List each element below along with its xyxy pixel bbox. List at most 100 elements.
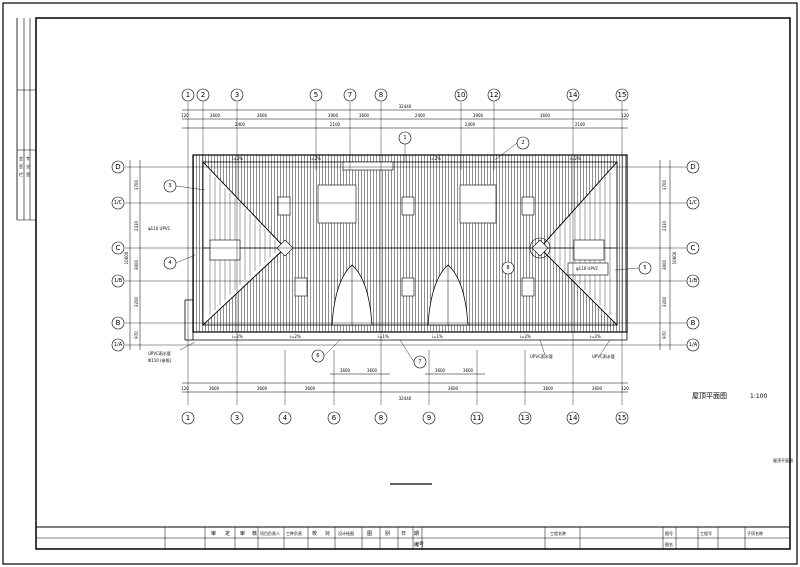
dim-right-2: 2410 [662,220,667,231]
title-block [35,526,791,550]
left-axis-labels: D 1/C C 1/B B 1/A [114,163,123,348]
callout-8: 8 [506,265,509,271]
dim-overall-bottom: 32440 [399,396,412,401]
dim-left-1: 3700 [134,179,139,190]
axis-right-2: 1/C [689,200,698,206]
axis-top-5: 7 [348,91,352,99]
axis-top-8: 12 [490,91,499,99]
tb-cell-18: 子项名称 [747,530,763,536]
callout-3: 3 [168,183,171,189]
strip-text-1: 会 [19,155,23,161]
drawing-title-group: 屋顶平面图 1:100 屋顶平面图 [390,392,793,485]
bottom-axis-bubbles [181,411,629,425]
tb-cell-11: 别 [385,530,390,537]
annotation-drain-right: UPVC雨水管 [592,353,615,359]
tb-cell-12: 日 [401,531,406,537]
tb-cell-13: 期 [414,531,419,537]
axis-bottom-6: 9 [427,414,431,422]
dim-left-4: 3200 [134,296,139,307]
axis-left-1: D [115,163,120,171]
callout-labels: 1 2 3 4 5 6 7 8 [168,135,646,365]
axis-bottom-3: 4 [283,414,288,422]
top-dimensions: 32440 120 3600 3600 3900 3600 2400 3900 … [181,104,629,127]
axis-bottom-5: 8 [379,414,383,422]
dim-bottom-1: 120 [181,386,189,391]
tb-cell-3: 审 [240,530,245,537]
axis-top-2: 2 [201,91,205,99]
slope-5: i=2% [232,334,243,339]
dim-top2-3: 2400 [465,122,476,127]
dim-top-8: 3600 [540,113,551,118]
top-axis-labels: 1 2 3 5 7 8 10 12 14 15 [186,91,627,99]
slope-6: i=2% [290,334,301,339]
axis-top-9: 14 [569,91,578,99]
callout-7: 7 [418,359,421,365]
dim-bottom-7: 3600 [592,386,603,391]
tb-cell-5: 项目负责人 [260,530,280,536]
tb-cell-16: 图号 [665,530,673,536]
dim-top2-1: 2400 [235,122,246,127]
dim-right-3: 3600 [662,259,667,270]
tb-cell-8: 对 [325,530,330,537]
annotation-drain-left: UPVC雨水管 [148,350,171,356]
axis-left-3: C [116,244,121,252]
axis-right-5: B [691,319,696,327]
slope-4: i=2% [570,156,581,161]
axis-bottom-1: 1 [186,414,190,422]
roof-boxes [209,161,609,297]
axis-bottom-8: 13 [521,414,530,422]
slope-8: i=1% [432,334,443,339]
axis-top-1: 1 [186,91,190,99]
dim-bottom-8: 120 [621,386,629,391]
strip-text-5: 业 [26,163,30,169]
dimension-lines [129,109,671,393]
dim-bottom-5: 3600 [448,386,459,391]
dim-small-2: 3600 [367,368,378,373]
tb-cell-10: 图 [367,531,372,537]
dim-small-4: 3600 [463,368,474,373]
dim-left-overall: 10600 [124,251,129,264]
axis-left-6: 1/A [114,342,123,348]
strip-text-6: 签 [26,171,30,177]
signoff-strip: 会 签 栏 专 业 签 [16,18,36,221]
slope-1: i=2% [232,156,243,161]
axis-right-4: 1/B [689,278,698,284]
dim-bottom-2: 3600 [209,386,220,391]
callout-4: 4 [168,260,171,266]
axis-right-1: D [690,163,695,171]
callout-2: 2 [521,140,524,146]
dim-left-2: 2410 [134,220,139,231]
left-axis-bubbles [111,160,125,352]
tb-cell-14: 编号 [414,541,424,548]
callout-5: 5 [643,265,646,271]
dim-left-3: 3600 [134,259,139,270]
dim-left-5: 970 [134,331,139,339]
top-axis-bubbles [181,88,629,102]
callout-6: 6 [316,353,319,359]
dim-top-4: 3900 [328,113,339,118]
dim-top-5: 3600 [359,113,370,118]
axis-top-10: 15 [618,91,627,99]
tb-cell-7: 校 [312,530,317,537]
dim-top-1: 120 [181,113,189,118]
dim-overall-top: 32440 [399,104,412,109]
dim-right-1: 3700 [662,179,667,190]
dim-right-overall: 10600 [672,251,677,264]
title-block-text: 审 定 审 核 项目负责人 工种负责 校 对 设计绘图 图 别 日 期 编号 工… [211,530,763,548]
leader-lines [175,142,640,363]
dim-small-3: 3600 [435,368,446,373]
dim-top-7: 3900 [473,113,484,118]
dim-bottom-6: 3600 [543,386,554,391]
axis-right-6: 1/A [689,342,698,348]
annotation-pipe-right: φ110 UPVC [576,266,599,271]
dim-right-4: 3200 [662,296,667,307]
tb-cell-19: 图名 [665,541,673,547]
axis-top-4: 5 [314,91,318,99]
tb-cell-9: 设计绘图 [338,530,354,536]
annotation-pipe-left: φ110 UPVC [148,226,171,231]
side-label: 屋顶平面图 [773,457,793,463]
tb-cell-4: 核 [252,530,257,537]
tb-cell-17: 工程号 [700,530,712,536]
